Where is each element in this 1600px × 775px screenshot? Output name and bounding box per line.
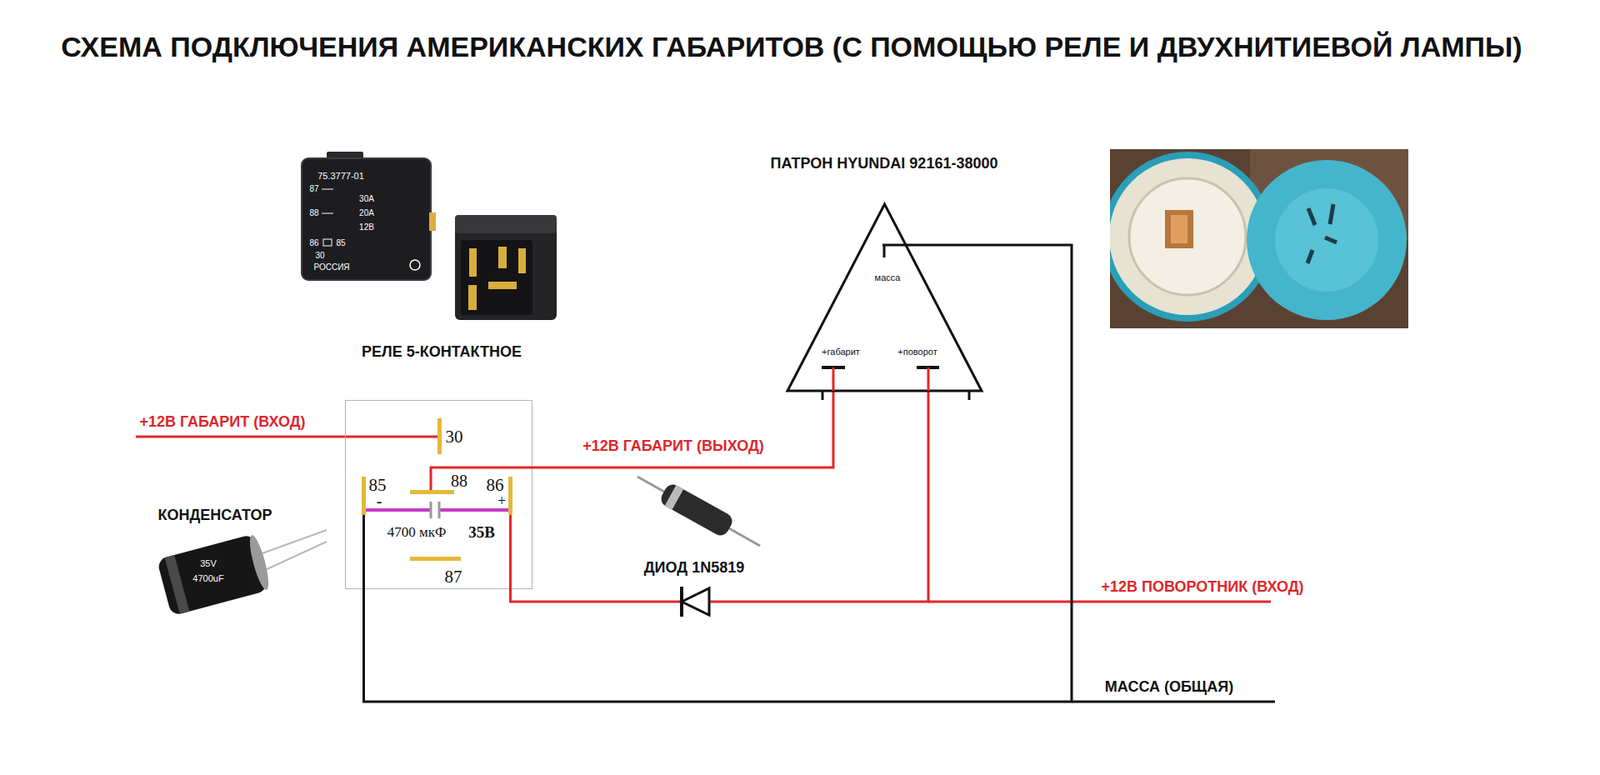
- diode-band: [665, 485, 684, 510]
- socket-heading: ПАТРОН HYUNDAI 92161-38000: [770, 155, 999, 173]
- capacitor-stripe: [165, 555, 190, 615]
- wire: [510, 390, 930, 602]
- relay-pin: [410, 556, 461, 561]
- photo-marking: 88: [309, 208, 319, 219]
- relay-photo-pin: [488, 281, 517, 290]
- pin-wire: [430, 467, 533, 490]
- capacitor-wire: [365, 508, 431, 512]
- capacitor-end: [245, 533, 272, 591]
- relay-pin: [437, 418, 442, 455]
- lamp-socket-drawing: [787, 204, 982, 391]
- lamp-socket: ПАТРОН HYUNDAI 92161-38000масса+габарит+…: [787, 204, 982, 391]
- polarity-sign: -: [376, 491, 383, 511]
- plug-face: [1275, 188, 1379, 292]
- relay-photo-contact: [321, 213, 334, 215]
- polarity-sign: +: [497, 492, 506, 510]
- relay-pin: [508, 476, 513, 515]
- socket-contact: [1170, 215, 1188, 244]
- terminal-wire: [832, 367, 835, 391]
- relay-pin: [410, 490, 455, 495]
- socket-photo: [1110, 149, 1409, 329]
- pin-number: 88: [450, 471, 468, 491]
- capacitor-photo: [156, 532, 273, 616]
- relay-photo-contact: [321, 189, 334, 190]
- photo-marking: 20A: [359, 208, 375, 219]
- diode-body: [658, 481, 735, 539]
- diagram-title: СХЕМА ПОДКЛЮЧЕНИЯ АМЕРИКАНСКИХ ГАБАРИТОВ…: [60, 30, 1522, 64]
- diode-bar: [680, 586, 684, 617]
- relay-pin: [361, 476, 366, 515]
- turn-input-wire: [928, 600, 1271, 604]
- signal-name: +12В ПОВОРОТНИК (ВХОД): [1100, 578, 1304, 596]
- part-name: КОНДЕНСАТОР: [157, 506, 272, 525]
- ground-bus: [1071, 700, 1275, 704]
- socket-inner: [1129, 178, 1246, 295]
- relay-outline: [345, 400, 533, 590]
- photo-marking: 30: [315, 250, 325, 261]
- relay-photo-top: [455, 215, 557, 234]
- plug-body: [1246, 160, 1407, 320]
- relay-photo-face: [460, 240, 533, 315]
- wire-label: +12В ГАБАРИТ (ВЫХОД): [582, 437, 765, 455]
- terminal-wire: [927, 367, 930, 391]
- photo-marking: 12В: [359, 222, 375, 233]
- input-wire: [135, 435, 440, 439]
- pin-wire: [362, 515, 365, 590]
- plug-slots: [1307, 204, 1337, 264]
- relay-photo-body: [301, 158, 431, 280]
- wire: [532, 390, 834, 468]
- pin-wire: [509, 515, 512, 590]
- diode-photo: [658, 481, 735, 539]
- relay-photo-logo: [410, 260, 420, 270]
- terminal-name: масса: [875, 272, 901, 284]
- photo-marking: 85: [335, 238, 345, 249]
- voltage-rating: 35В: [468, 523, 495, 542]
- part-name: ДИОД 1N5819: [644, 559, 745, 577]
- wire: [364, 245, 1073, 702]
- ground-terminal: [882, 244, 906, 247]
- socket-contact: [1165, 210, 1194, 249]
- pin-number: 86: [486, 475, 505, 495]
- ground-terminal: [883, 245, 886, 258]
- part-name: РЕЛЕ 5-КОНТАКТНОЕ: [361, 343, 522, 361]
- photo-marking: 75.3777-01: [317, 170, 365, 182]
- capacitor-lead: [265, 541, 327, 570]
- socket-tick: [968, 390, 971, 400]
- photo-marking: 4700uF: [192, 573, 224, 585]
- signal-name: +12В ГАБАРИТ (ВХОД): [139, 413, 305, 431]
- socket-triangle: [787, 204, 982, 391]
- diode-lead: [637, 476, 760, 546]
- relay-photo-pin: [429, 212, 436, 231]
- photo-marking: 87: [309, 184, 319, 195]
- photo-marking: РОССИЯ: [313, 262, 350, 273]
- diode-symbol: [681, 588, 710, 615]
- photo-marking: 35V: [200, 558, 217, 570]
- terminal-name: +поворот: [897, 346, 937, 358]
- pin-number: 87: [445, 566, 463, 587]
- pin-number: 30: [445, 426, 464, 447]
- relay-photo-pin: [498, 246, 507, 269]
- relay-photo-coil: [323, 239, 332, 246]
- photo-marking: 30A: [359, 194, 375, 205]
- terminal-name: +габарит: [821, 346, 860, 358]
- relay-box: 3085-8886+4700 мкФ35В87: [345, 400, 533, 590]
- relay-photo-pin: [469, 248, 477, 277]
- capacitor-plate: [438, 501, 441, 519]
- capacitance-value: 4700 мкФ: [387, 524, 447, 541]
- photo-marking: 86: [309, 238, 319, 249]
- relay-photo-body: [455, 215, 557, 320]
- socket-tick: [821, 390, 825, 400]
- socket-ring: [1110, 155, 1270, 319]
- signal-name: МАССА (ОБЩАЯ): [1105, 678, 1234, 696]
- capacitor-plate: [430, 501, 433, 519]
- relay-photo-pin: [518, 248, 526, 274]
- capacitor-lead: [260, 530, 327, 555]
- relay-photo-pin: [468, 285, 477, 310]
